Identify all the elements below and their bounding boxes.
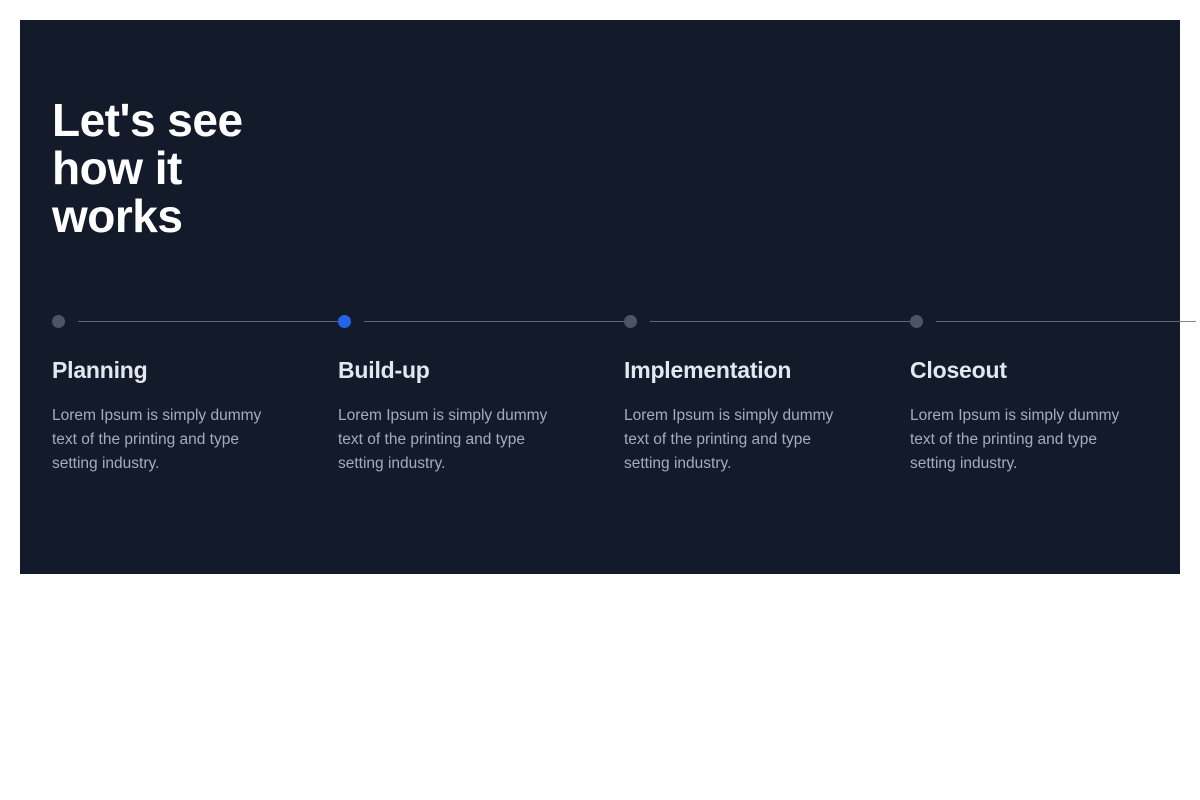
step-dot-icon[interactable] xyxy=(910,314,923,328)
timeline-marker-closeout xyxy=(910,310,1196,332)
step-title: Planning xyxy=(52,357,148,383)
step-description: Lorem Ipsum is simply dummy text of the … xyxy=(910,407,1120,472)
timeline-step-body: Closeout Lorem Ipsum is simply dummy tex… xyxy=(910,332,1196,476)
timeline-step-body: Build-up Lorem Ipsum is simply dummy tex… xyxy=(338,332,624,476)
step-title: Closeout xyxy=(910,357,1007,383)
timeline-marker-planning xyxy=(52,310,338,332)
step-dot-icon[interactable] xyxy=(624,314,637,328)
step-connector-line xyxy=(650,320,910,322)
timeline-marker-build-up xyxy=(338,310,624,332)
page-title: Let's see how it works xyxy=(52,94,243,242)
step-connector-line xyxy=(364,320,624,322)
timeline-marker-implementation xyxy=(624,310,910,332)
timeline-step-body: Implementation Lorem Ipsum is simply dum… xyxy=(624,332,910,476)
step-dot-active-icon[interactable] xyxy=(338,314,351,328)
timeline-step-closeout[interactable]: Closeout Lorem Ipsum is simply dummy tex… xyxy=(910,310,1196,476)
hero-panel: Let's see how it works Planning Lorem Ip… xyxy=(20,20,1196,574)
step-description: Lorem Ipsum is simply dummy text of the … xyxy=(52,407,262,472)
step-description: Lorem Ipsum is simply dummy text of the … xyxy=(624,407,834,472)
timeline-step-implementation[interactable]: Implementation Lorem Ipsum is simply dum… xyxy=(624,310,910,476)
timeline-step-body: Planning Lorem Ipsum is simply dummy tex… xyxy=(52,332,338,476)
step-description: Lorem Ipsum is simply dummy text of the … xyxy=(338,407,548,472)
step-title: Build-up xyxy=(338,357,430,383)
step-connector-line xyxy=(78,320,338,322)
process-timeline: Planning Lorem Ipsum is simply dummy tex… xyxy=(52,310,1196,476)
step-title: Implementation xyxy=(624,357,792,383)
timeline-step-planning[interactable]: Planning Lorem Ipsum is simply dummy tex… xyxy=(52,310,338,476)
timeline-step-build-up[interactable]: Build-up Lorem Ipsum is simply dummy tex… xyxy=(338,310,624,476)
step-connector-line xyxy=(936,320,1196,322)
step-dot-icon[interactable] xyxy=(52,314,65,328)
